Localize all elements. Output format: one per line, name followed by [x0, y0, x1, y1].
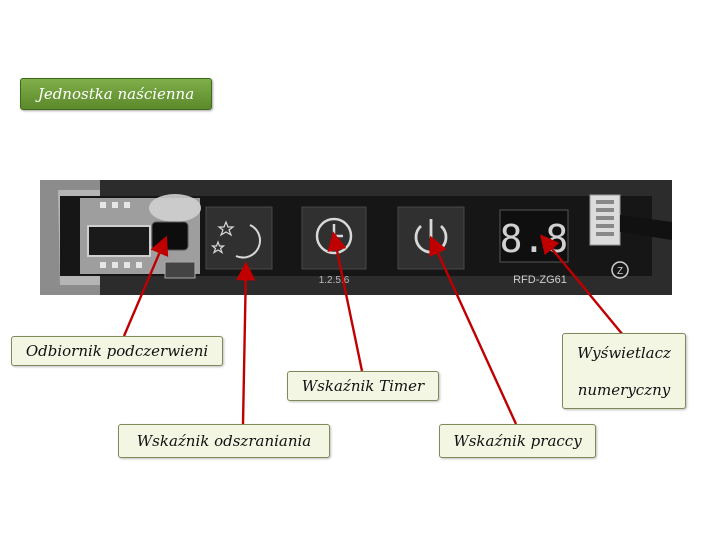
board-marking: RFD-ZG61: [513, 274, 567, 286]
page-title: Jednostka naścienna: [20, 78, 212, 110]
timer-label: Wskaźnik Timer: [287, 371, 439, 401]
display-label: Wyświetlacz numeryczny: [562, 333, 686, 409]
ir-receiver-label: Odbiornik podczerwieni: [11, 336, 223, 366]
moon-stars-icon: [210, 220, 261, 259]
defrost-indicator-window: [205, 206, 273, 270]
power-label: Wskaźnik praccy: [439, 424, 596, 458]
ic-chip: [87, 225, 151, 257]
ir-receiver-component: [151, 221, 189, 251]
display-label-line2: numeryczny: [577, 380, 671, 399]
svg-text:Z: Z: [617, 266, 623, 277]
cable: [620, 215, 672, 240]
defrost-label: Wskaźnik odszraniania: [118, 424, 330, 458]
display-label-line1: Wyświetlacz: [577, 343, 671, 362]
display-digits: 8.8: [500, 217, 569, 261]
timer-marking: 1.2.5.6: [319, 275, 350, 286]
timer-indicator-window: [301, 206, 367, 270]
